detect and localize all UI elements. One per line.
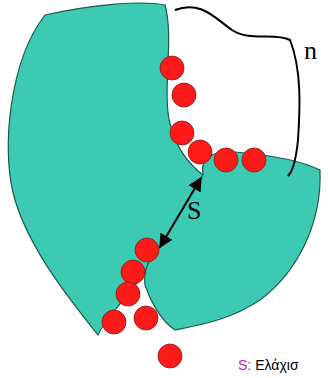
dimension-label: S	[187, 198, 201, 224]
pore-curve	[175, 7, 300, 176]
particle	[102, 310, 126, 334]
distance-arrow	[160, 178, 201, 247]
particle	[158, 344, 182, 368]
note-label: Ελάχισ	[255, 358, 298, 372]
particle	[134, 306, 158, 330]
particle	[214, 148, 238, 172]
particle	[160, 56, 184, 80]
particle	[172, 83, 196, 107]
particle	[242, 148, 266, 172]
variable-label: n	[304, 38, 317, 64]
particle	[188, 140, 212, 164]
note-label: S:	[238, 358, 251, 372]
particle	[121, 260, 145, 284]
particle	[135, 238, 159, 262]
particles	[102, 56, 266, 368]
particle	[116, 282, 140, 306]
particle	[170, 121, 194, 145]
right-grain	[145, 152, 320, 330]
